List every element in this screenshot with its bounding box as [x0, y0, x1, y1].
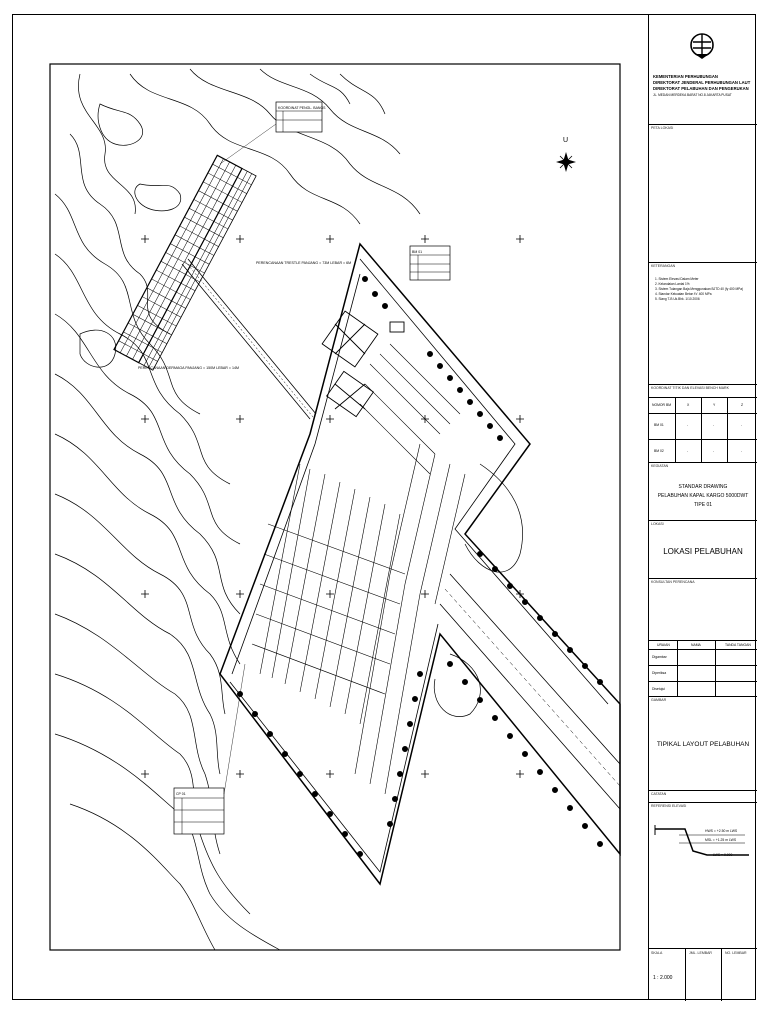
trestle-label: PERENCANAAN TRESTLE PANJANG = 73M LEBAR … [256, 261, 351, 265]
grid-cross [421, 770, 429, 778]
grid-cross [326, 770, 334, 778]
notes-section: KETERANGAN 1. Sistem Elevasi Dalam Meter… [649, 262, 757, 384]
grid-cross [236, 590, 244, 598]
grid-cross [326, 590, 334, 598]
grid-cross [421, 590, 429, 598]
svg-text:KOORDINAT PENGL. BANGS: KOORDINAT PENGL. BANGS [278, 106, 326, 110]
svg-text:BM 01: BM 01 [412, 250, 422, 254]
site-plan-drawing: U KOORDINAT PENGL. BANGS BM 01 CP 01 PER… [49, 63, 621, 951]
gambar-section: GAMBAR TIPIKAL LAYOUT PELABUHAN [649, 696, 757, 790]
catatan-section: CATATAN [649, 790, 757, 802]
elevation-diagram [654, 825, 749, 856]
dermaga-label: PERENCANAAN DERMAGA PANJANG = 150M LEBAR… [138, 366, 239, 370]
callout-top: KOORDINAT PENGL. BANGS [219, 101, 326, 165]
grid-cross [141, 415, 149, 423]
location-map-section: PETA LOKASI [649, 124, 757, 262]
grid-cross [236, 770, 244, 778]
drawing-sheet [12, 14, 756, 1000]
kegiatan-section: KEGIATAN STANDAR DRAWING PELABUHAN KAPAL… [649, 462, 757, 520]
organization-header: KEMENTERIAN PERHUBUNGAN DIREKTORAT JENDE… [653, 74, 751, 97]
grid-cross [236, 415, 244, 423]
scale-section: SKALA JML. LEMBAR NO. LEMBAR 1 : 2.000 [649, 948, 757, 1001]
callout-mid: BM 01 [409, 245, 451, 281]
konsultan-section: KONSULTAN PERENCANA [649, 578, 757, 640]
jetty-dermaga [113, 154, 317, 420]
title-block: KEMENTERIAN PERHUBUNGAN DIREKTORAT JENDE… [648, 14, 757, 1001]
contour-lines [54, 68, 523, 951]
elevation-reference: REFERENSI ELEVASI HWS = +2.50 m LWS MSL … [649, 802, 757, 948]
north-arrow-icon [556, 152, 576, 172]
grid-cross [516, 770, 524, 778]
grid-cross [421, 235, 429, 243]
grid-crosshairs [141, 235, 524, 778]
north-label: U [563, 137, 568, 144]
grid-cross [141, 590, 149, 598]
signatures-table: URAIAN NAMA TANDA TANGAN Digambar Diperi… [649, 640, 757, 697]
grid-cross [326, 235, 334, 243]
vegetation [237, 276, 603, 857]
scale-value: 1 : 2.000 [653, 975, 673, 981]
grid-cross [516, 235, 524, 243]
benchmark-table: KOORDINAT TITIK DAN ELEVASI BENCH MARK N… [649, 384, 757, 463]
callout-bottom: CP 01 [173, 663, 246, 835]
grid-cross [326, 415, 334, 423]
lokasi-section: LOKASI LOKASI PELABUHAN [649, 520, 757, 578]
grid-cross [141, 235, 149, 243]
grid-cross [236, 235, 244, 243]
grid-cross [516, 415, 524, 423]
terminal-area [219, 242, 621, 886]
grid-cross [141, 770, 149, 778]
ministry-logo [690, 33, 714, 59]
svg-text:CP 01: CP 01 [176, 792, 186, 796]
